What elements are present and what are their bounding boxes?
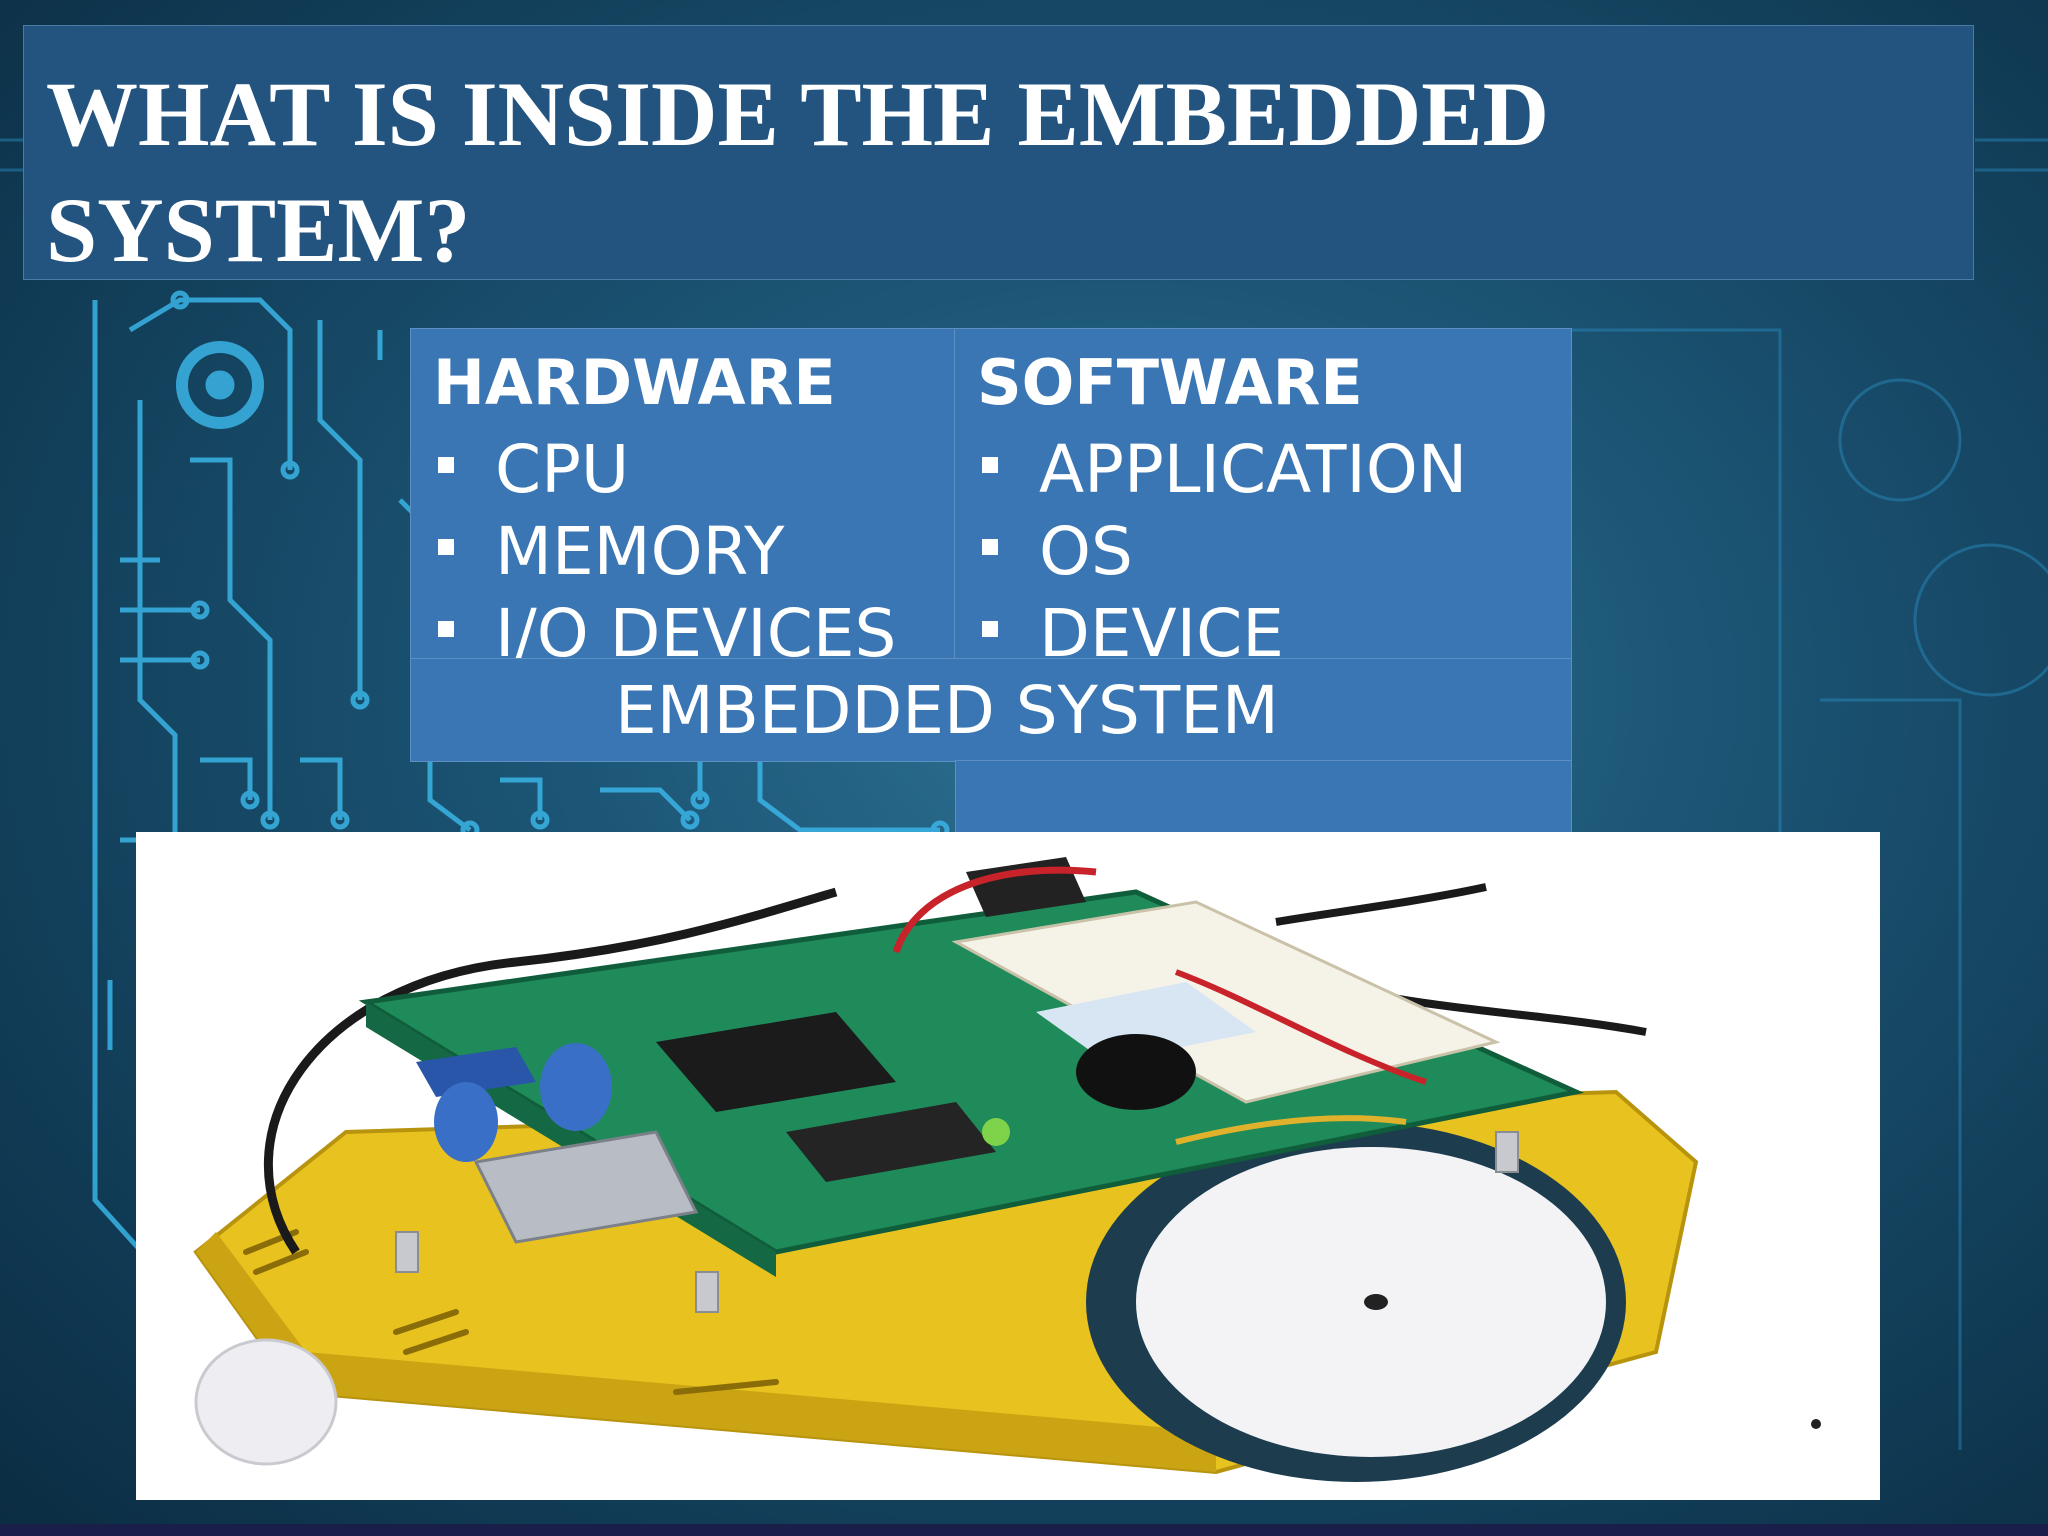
list-item: DEVICE — [977, 593, 1467, 661]
list-item: CPU — [433, 429, 896, 511]
bullet-icon — [438, 539, 454, 555]
software-heading: SOFTWARE — [977, 346, 1363, 419]
software-cell: SOFTWARE APPLICATION OS DEVICE — [954, 328, 1572, 661]
list-item: OS — [977, 511, 1467, 593]
hardware-item-memory: MEMORY — [495, 513, 785, 590]
empty-table-cell — [955, 760, 1572, 841]
robot-illustration — [193, 857, 1821, 1482]
bullet-icon — [982, 621, 998, 637]
hardware-software-table: HARDWARE CPU MEMORY I/O DEVICES SOFTWARE… — [410, 328, 1572, 841]
bullet-icon — [982, 457, 998, 473]
software-list: APPLICATION OS DEVICE — [977, 429, 1467, 661]
hardware-list: CPU MEMORY I/O DEVICES — [433, 429, 896, 661]
robot-kit-photo — [136, 832, 1880, 1500]
embedded-system-label: EMBEDDED SYSTEM — [615, 672, 1279, 749]
hardware-item-io: I/O DEVICES — [495, 595, 897, 661]
hardware-heading: HARDWARE — [433, 346, 836, 419]
bullet-icon — [438, 621, 454, 637]
slide-title: WHAT IS INSIDE THE EMBEDDED SYSTEM? — [46, 63, 1550, 281]
software-item-device: DEVICE — [1039, 595, 1284, 661]
embedded-system-cell: EMBEDDED SYSTEM — [410, 658, 1572, 762]
list-item: I/O DEVICES — [433, 593, 896, 661]
hardware-cell: HARDWARE CPU MEMORY I/O DEVICES — [410, 328, 956, 661]
software-item-os: OS — [1039, 513, 1133, 590]
bottom-strip — [0, 1524, 2048, 1536]
hardware-item-cpu: CPU — [495, 431, 630, 508]
bullet-icon — [438, 457, 454, 473]
title-box: WHAT IS INSIDE THE EMBEDDED SYSTEM? — [23, 25, 1974, 281]
list-item: APPLICATION — [977, 429, 1467, 511]
software-item-application: APPLICATION — [1039, 431, 1468, 508]
list-item: MEMORY — [433, 511, 896, 593]
bullet-icon — [982, 539, 998, 555]
